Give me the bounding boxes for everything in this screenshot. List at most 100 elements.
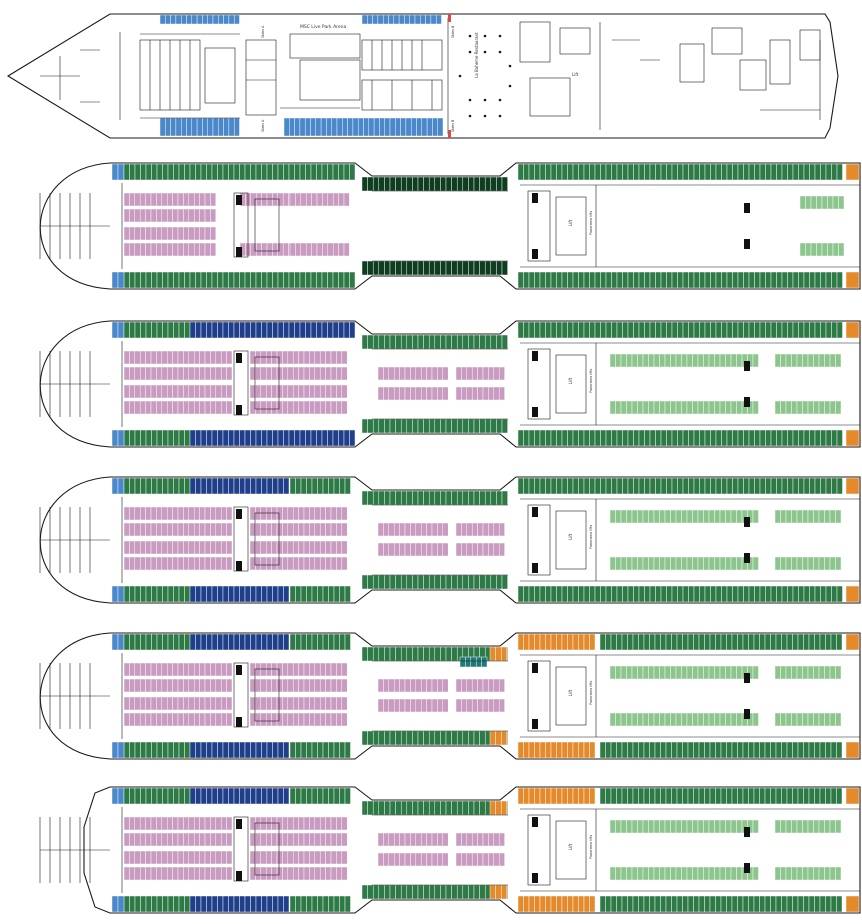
cabin[interactable] xyxy=(434,260,441,276)
cabin[interactable] xyxy=(803,787,810,805)
cabin[interactable] xyxy=(204,540,211,555)
cabin[interactable] xyxy=(423,884,430,900)
cabin[interactable] xyxy=(838,195,845,210)
cabin[interactable] xyxy=(188,384,195,399)
cabin[interactable] xyxy=(327,429,334,447)
cabin[interactable] xyxy=(178,895,185,913)
cabin[interactable] xyxy=(748,585,755,603)
cabin[interactable] xyxy=(550,585,557,603)
cabin[interactable] xyxy=(129,712,136,727)
cabin[interactable] xyxy=(276,400,283,415)
cabin[interactable] xyxy=(561,271,568,289)
cabin[interactable] xyxy=(473,490,480,506)
cabin[interactable] xyxy=(737,585,744,603)
cabin[interactable] xyxy=(384,418,391,434)
cabin[interactable] xyxy=(303,350,310,365)
cabin[interactable] xyxy=(178,271,185,289)
cabin[interactable] xyxy=(226,384,233,399)
cabin[interactable] xyxy=(283,429,290,447)
cabin[interactable] xyxy=(309,696,316,711)
cabin[interactable] xyxy=(226,540,233,555)
cabin[interactable] xyxy=(742,633,749,651)
cabin[interactable] xyxy=(605,477,612,495)
cabin[interactable] xyxy=(481,656,488,668)
cabin[interactable] xyxy=(111,741,119,759)
cabin[interactable] xyxy=(813,556,820,571)
cabin[interactable] xyxy=(393,698,400,713)
cabin[interactable] xyxy=(277,585,284,603)
cabin[interactable] xyxy=(455,386,462,401)
cabin[interactable] xyxy=(725,712,732,727)
cabin[interactable] xyxy=(330,384,337,399)
cabin[interactable] xyxy=(226,866,233,881)
cabin[interactable] xyxy=(594,585,601,603)
cabin[interactable] xyxy=(775,741,782,759)
cabin[interactable] xyxy=(304,117,311,137)
cabin[interactable] xyxy=(166,366,173,381)
cabin[interactable] xyxy=(437,366,444,381)
cabin[interactable] xyxy=(298,540,305,555)
cabin[interactable] xyxy=(298,712,305,727)
cabin[interactable] xyxy=(316,271,323,289)
cabin[interactable] xyxy=(298,350,305,365)
cabin[interactable] xyxy=(644,321,651,339)
cabin[interactable] xyxy=(731,787,738,805)
cabin[interactable] xyxy=(752,819,759,834)
cabin[interactable] xyxy=(468,418,475,434)
cabin[interactable] xyxy=(400,334,408,350)
cabin[interactable] xyxy=(726,585,733,603)
cabin[interactable] xyxy=(166,678,173,693)
cabin[interactable] xyxy=(123,384,130,399)
cabin[interactable] xyxy=(300,787,307,805)
cabin[interactable] xyxy=(498,852,505,867)
cabin[interactable] xyxy=(776,163,783,181)
cabin[interactable] xyxy=(633,429,640,447)
cabin[interactable] xyxy=(220,662,227,677)
cabin[interactable] xyxy=(649,477,656,495)
cabin[interactable] xyxy=(710,163,717,181)
cabin[interactable] xyxy=(426,117,433,137)
cabin[interactable] xyxy=(261,192,268,207)
cabin[interactable] xyxy=(156,787,163,805)
cabin[interactable] xyxy=(482,852,489,867)
cabin[interactable] xyxy=(161,522,168,537)
cabin[interactable] xyxy=(456,418,464,434)
cabin[interactable] xyxy=(249,400,256,415)
cabin[interactable] xyxy=(428,800,436,816)
cabin[interactable] xyxy=(410,678,417,693)
cabin[interactable] xyxy=(622,163,629,181)
cabin[interactable] xyxy=(172,242,179,257)
cabin[interactable] xyxy=(277,192,284,207)
cabin[interactable] xyxy=(220,350,227,365)
cabin[interactable] xyxy=(589,477,596,495)
cabin[interactable] xyxy=(829,509,836,524)
cabin[interactable] xyxy=(825,477,832,495)
cabin[interactable] xyxy=(802,400,809,415)
cabin[interactable] xyxy=(206,787,213,805)
cabin[interactable] xyxy=(482,542,489,557)
cabin[interactable] xyxy=(378,260,385,276)
cabin[interactable] xyxy=(255,585,262,603)
cabin[interactable] xyxy=(704,163,711,181)
cabin[interactable] xyxy=(649,787,656,805)
cabin[interactable] xyxy=(715,633,722,651)
cabin[interactable] xyxy=(129,556,136,571)
cabin[interactable] xyxy=(117,633,125,651)
cabin[interactable] xyxy=(166,540,173,555)
cabin[interactable] xyxy=(189,741,196,759)
cabin[interactable] xyxy=(211,429,218,447)
cabin[interactable] xyxy=(260,832,267,847)
cabin[interactable] xyxy=(166,556,173,571)
cabin[interactable] xyxy=(675,866,682,881)
cabin[interactable] xyxy=(627,163,634,181)
cabin[interactable] xyxy=(388,852,395,867)
cabin[interactable] xyxy=(493,386,500,401)
cabin[interactable] xyxy=(498,678,505,693)
cabin[interactable] xyxy=(325,384,332,399)
cabin[interactable] xyxy=(282,522,289,537)
cabin[interactable] xyxy=(501,490,508,506)
cabin[interactable] xyxy=(139,866,146,881)
cabin[interactable] xyxy=(332,192,339,207)
cabin[interactable] xyxy=(134,678,141,693)
cabin[interactable] xyxy=(292,712,299,727)
